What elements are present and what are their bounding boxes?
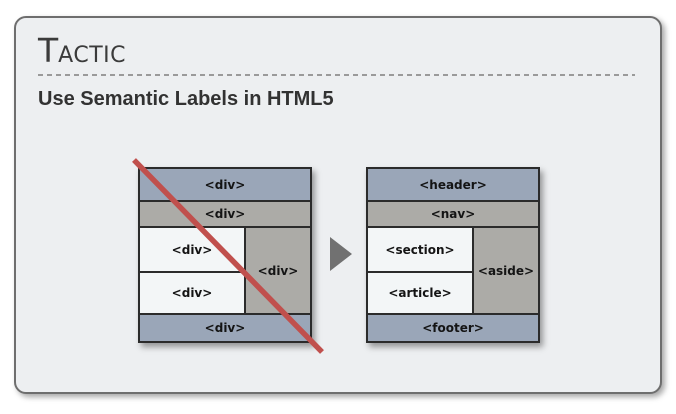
after-aside-label: <aside> <box>477 263 535 278</box>
title-rest: actic <box>58 43 126 68</box>
before-aside-box: <div> <box>246 228 310 313</box>
slide-card: Tactic Use Semantic Labels in HTML5 <div… <box>14 16 662 394</box>
arrow-right-icon <box>330 237 352 271</box>
before-header-box: <div> <box>140 169 310 200</box>
before-article-box: <div> <box>140 273 244 313</box>
after-footer-label: <footer> <box>422 321 484 335</box>
after-nav-box: <nav> <box>368 202 538 226</box>
after-footer-box: <footer> <box>368 315 538 341</box>
page-title: Tactic <box>38 34 126 73</box>
before-nav-box: <div> <box>140 202 310 226</box>
after-header-label: <header> <box>419 177 487 192</box>
before-aside-label: <div> <box>257 263 299 278</box>
before-nav-label: <div> <box>204 207 246 221</box>
after-article-box: <article> <box>368 273 472 313</box>
before-article-label: <div> <box>171 286 213 300</box>
title-initial: T <box>38 31 59 70</box>
after-article-label: <article> <box>388 286 452 300</box>
dashed-divider <box>38 74 635 76</box>
after-nav-label: <nav> <box>430 207 476 221</box>
diagram-after-semantic: <header> <nav> <section> <aside> <articl… <box>366 167 540 343</box>
after-section-label: <section> <box>385 242 455 257</box>
after-section-box: <section> <box>368 228 472 271</box>
before-section-label: <div> <box>171 242 213 257</box>
before-footer-label: <div> <box>204 321 246 335</box>
after-header-box: <header> <box>368 169 538 200</box>
slide-subtitle: Use Semantic Labels in HTML5 <box>38 88 334 110</box>
after-aside-box: <aside> <box>474 228 538 313</box>
before-header-label: <div> <box>204 177 246 192</box>
diagram-before-divs: <div> <div> <div> <div> <div> <div> <box>138 167 312 343</box>
before-section-box: <div> <box>140 228 244 271</box>
before-footer-box: <div> <box>140 315 310 341</box>
